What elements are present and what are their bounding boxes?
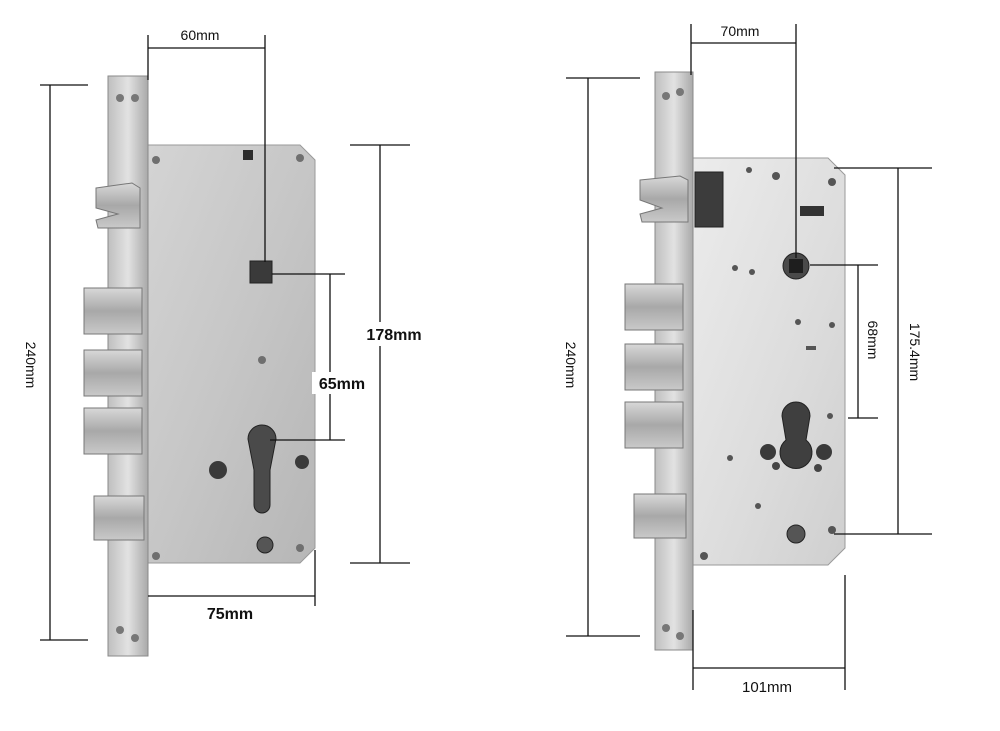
lock-a-small-slot bbox=[243, 150, 253, 160]
lock-a-deadbolt bbox=[93, 495, 145, 541]
lock-a-case bbox=[147, 144, 316, 564]
lock-a-screw bbox=[131, 94, 139, 102]
lock-a-spindle-hole bbox=[249, 260, 273, 284]
lock-a-deadbolt bbox=[83, 349, 143, 397]
lock-b-center-distance-label: 68mm bbox=[865, 321, 881, 360]
lock-a-screw bbox=[116, 94, 124, 102]
lock-b-hole bbox=[772, 172, 780, 180]
lock-a-dimensions: 240mm 60mm 178mm 65mm 75mm bbox=[23, 27, 428, 641]
lock-b-height-total-label: 240mm bbox=[563, 342, 579, 389]
lock-a-deadbolt bbox=[83, 287, 143, 335]
lock-b-latch bbox=[639, 175, 689, 223]
lock-b-hole bbox=[732, 265, 738, 271]
lock-b-case-width-label: 101mm bbox=[742, 679, 792, 696]
lock-b-screw bbox=[676, 88, 684, 96]
lock-b-hole bbox=[700, 552, 708, 560]
lock-b-backset-label: 70mm bbox=[721, 23, 760, 39]
lock-b-hole bbox=[827, 413, 833, 419]
lock-b-hole bbox=[749, 269, 755, 275]
lock-b-dimensions: 70mm 240mm 175.4mm 68mm 101mm bbox=[563, 23, 932, 696]
lock-a-hole bbox=[209, 461, 227, 479]
lock-a-hole bbox=[295, 455, 309, 469]
lock-b-latch-housing bbox=[694, 171, 724, 228]
lock-b-small-slot bbox=[806, 346, 816, 350]
lock-a-deadbolt bbox=[83, 407, 143, 455]
lock-b bbox=[624, 71, 846, 651]
lock-b-case-height-label: 175.4mm bbox=[907, 323, 923, 381]
lock-b-hole bbox=[828, 526, 836, 534]
lock-b-hole bbox=[814, 464, 822, 472]
lock-b-hole bbox=[727, 455, 733, 461]
lock-a-screw bbox=[116, 626, 124, 634]
lock-b-cylinder-cutout bbox=[779, 401, 813, 469]
lock-a-screw bbox=[152, 552, 160, 560]
lock-a-latch bbox=[95, 182, 141, 229]
lock-b-screw bbox=[662, 624, 670, 632]
lock-a-height-total-label: 240mm bbox=[23, 342, 39, 389]
lock-b-hole bbox=[755, 503, 761, 509]
lock-a-case-width-label: 75mm bbox=[207, 606, 253, 623]
lock-b-hole bbox=[828, 178, 836, 186]
lock-b-bottom-sensor bbox=[786, 524, 806, 544]
lock-a-screw bbox=[131, 634, 139, 642]
lock-b-screw bbox=[676, 632, 684, 640]
lock-b-hole bbox=[746, 167, 752, 173]
lock-a-screw bbox=[296, 544, 304, 552]
lock-b-slot bbox=[800, 206, 824, 216]
lock-a-screw bbox=[296, 154, 304, 162]
lock-a-screw bbox=[258, 356, 266, 364]
lock-b-hole bbox=[795, 319, 801, 325]
lock-b-hole bbox=[816, 444, 832, 460]
lock-b-deadbolt bbox=[633, 493, 687, 539]
lock-a-backset-label: 60mm bbox=[181, 27, 220, 43]
lock-a-screw bbox=[152, 156, 160, 164]
lock-a-cylinder-cutout bbox=[247, 424, 277, 514]
lock-b-screw bbox=[662, 92, 670, 100]
lock-b-hole bbox=[772, 462, 780, 470]
lock-b-spindle-hole bbox=[789, 259, 803, 273]
lock-b-deadbolt bbox=[624, 283, 684, 331]
lock-b-deadbolt bbox=[624, 401, 684, 449]
lock-a bbox=[83, 75, 316, 657]
lock-a-case-height-label: 178mm bbox=[366, 327, 421, 344]
lock-b-hole bbox=[829, 322, 835, 328]
lock-a-center-distance-label: 65mm bbox=[319, 376, 365, 393]
lock-b-deadbolt bbox=[624, 343, 684, 391]
lock-b-hole bbox=[760, 444, 776, 460]
lock-a-bottom-sensor bbox=[256, 536, 274, 554]
